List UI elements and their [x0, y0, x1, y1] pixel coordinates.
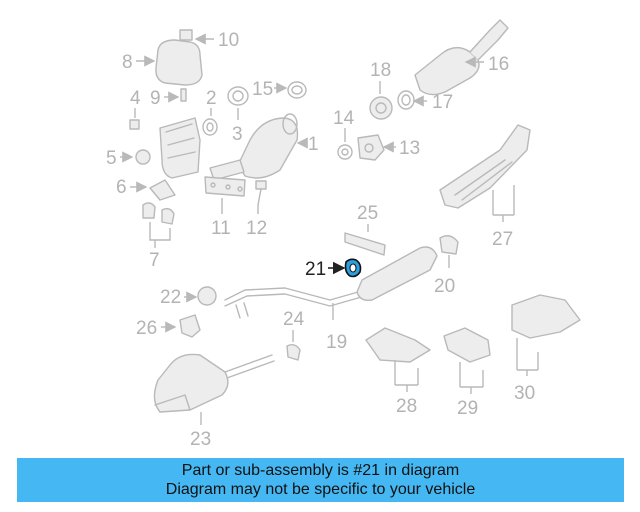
callout-16: 16 [488, 54, 509, 75]
part-23-rear-muffler: 23 [153, 353, 275, 450]
part-3-flange: 3 [227, 86, 249, 145]
banner-line-1: Part or sub-assembly is #21 in diagram [181, 462, 460, 479]
part-12-bolt: 12 [246, 180, 267, 239]
callout-10: 10 [218, 30, 239, 51]
part-26-bracket: 26 [136, 314, 201, 339]
callout-6: 6 [116, 177, 127, 198]
part-25-bracket: 25 [344, 203, 386, 256]
callout-22: 22 [160, 287, 181, 308]
callout-21: 21 [305, 259, 326, 280]
callout-19: 19 [326, 332, 347, 353]
callout-18: 18 [370, 60, 391, 81]
callout-8: 8 [122, 52, 133, 73]
part-24-hanger: 24 [283, 309, 305, 361]
callout-11: 11 [211, 218, 231, 239]
part-10-cap: 10 [179, 29, 239, 51]
callout-3: 3 [232, 124, 243, 145]
part-2-gasket: 2 [202, 88, 218, 136]
callout-30: 30 [514, 383, 535, 404]
part-7-mounts: 7 [142, 202, 175, 271]
callout-7: 7 [149, 250, 160, 271]
part-15-gasket: 15 [252, 79, 307, 100]
callout-26: 26 [136, 318, 157, 339]
part-22-hanger: 22 [160, 286, 217, 308]
callout-14: 14 [333, 108, 355, 129]
part-4-bolt: 4 [129, 88, 141, 130]
callout-2: 2 [206, 88, 217, 109]
callout-17: 17 [432, 92, 453, 113]
callout-15: 15 [252, 79, 273, 100]
callout-25: 25 [357, 203, 378, 224]
callout-12: 12 [246, 218, 267, 239]
callout-5: 5 [106, 148, 117, 169]
part-18-flange: 18 [369, 60, 393, 120]
callout-13: 13 [399, 138, 420, 159]
part-1-catalytic-converter: 1 [209, 113, 319, 181]
exhaust-parts-diagram: 10 8 4 9 2 3 15 1 [106, 19, 581, 450]
part-29-shield: 29 [443, 327, 491, 419]
part-6-shield: 6 [116, 177, 176, 201]
part-14-clamp: 14 [333, 108, 355, 160]
part-27-heat-shield: 27 [439, 124, 531, 250]
part-20-clamp: 20 [434, 235, 459, 297]
part-13-clamp: 13 [357, 134, 420, 161]
part-21-highlighted-clamp: 21 [305, 258, 362, 280]
part-5-nut: 5 [106, 148, 151, 169]
part-9-stud: 9 [150, 88, 187, 109]
part-16-front-pipe: 16 [414, 19, 509, 96]
part-17-gasket: 17 [397, 90, 453, 113]
part-30-shield: 30 [511, 294, 581, 404]
part-8-cover: 8 [122, 39, 203, 86]
callout-9: 9 [150, 88, 161, 109]
callout-28: 28 [396, 396, 417, 417]
manifold [159, 117, 201, 179]
callout-29: 29 [457, 398, 478, 419]
part-11-bracket: 11 [204, 176, 246, 239]
banner-line-2: Diagram may not be specific to your vehi… [165, 481, 476, 498]
callout-24: 24 [283, 309, 305, 330]
info-banner: Part or sub-assembly is #21 in diagram D… [17, 458, 624, 502]
part-28-shield: 28 [365, 327, 431, 417]
callout-23: 23 [190, 429, 211, 450]
callout-4: 4 [130, 88, 141, 109]
callout-27: 27 [492, 229, 513, 250]
callout-1: 1 [308, 134, 319, 155]
callout-20: 20 [434, 276, 455, 297]
part-19-intermediate-pipe: 19 [224, 246, 438, 353]
